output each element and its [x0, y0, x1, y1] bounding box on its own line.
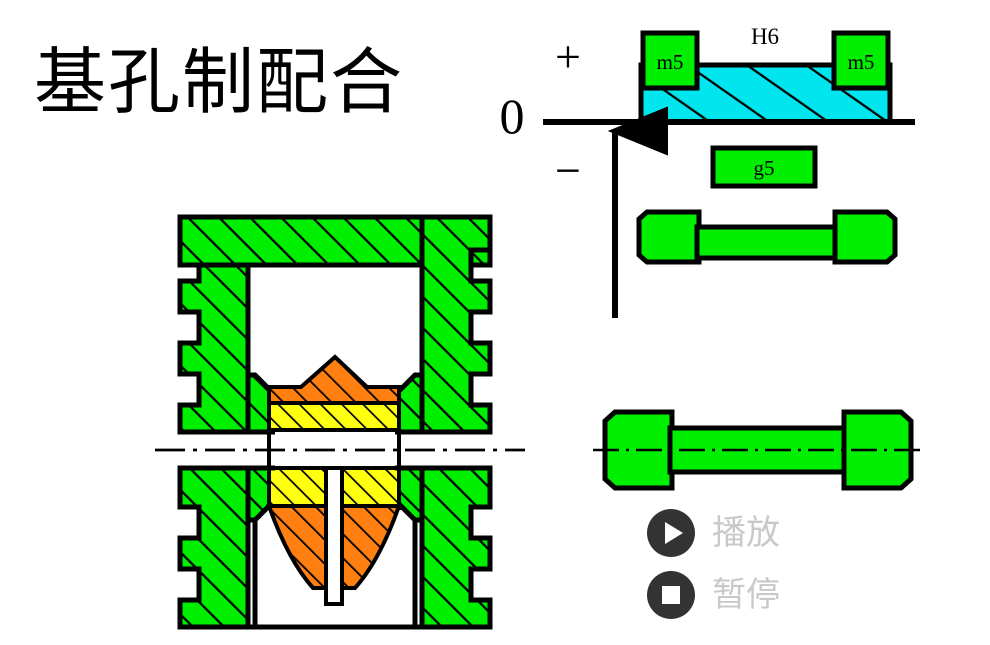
play-label[interactable]: 播放: [712, 513, 780, 553]
plug-yellow-upper: [267, 401, 401, 434]
shaft-lower-illustration: [593, 409, 923, 491]
shaft-upper-right-head: [832, 209, 898, 265]
plug-stem: [324, 466, 344, 606]
plug-yellow-lower-right: [340, 466, 401, 510]
m5-zone-right: [831, 30, 891, 91]
shaft-upper-body: [694, 224, 840, 261]
shaft-upper-left-head: [636, 209, 702, 265]
plug-yellow-lower-left: [267, 466, 328, 510]
plug-orange-lower-right: [340, 504, 402, 590]
housing-right-wall-lower: [419, 465, 493, 630]
m5-label-right: m5: [848, 50, 875, 74]
pause-label[interactable]: 暂停: [712, 575, 780, 615]
shaft-lower-right-head: [841, 409, 914, 491]
shaft-upper-illustration: [636, 209, 898, 265]
plug-orange-lower-left: [266, 504, 328, 590]
m5-label-left: m5: [657, 50, 684, 74]
g5-zone: [710, 145, 818, 189]
housing-left-wall-lower: [177, 465, 251, 630]
g5-label: g5: [754, 156, 775, 180]
pause-control[interactable]: 暂停: [646, 570, 780, 620]
minus-sign-label: −: [555, 145, 581, 196]
tolerance-zone-diagram: 0 + − H6 m5 m5 g5: [500, 24, 915, 318]
h6-label: H6: [751, 24, 779, 49]
stop-icon[interactable]: [646, 570, 696, 620]
plug-orange-upper: [267, 354, 401, 407]
page-title: 基孔制配合: [34, 40, 405, 124]
cross-section-assembly: [155, 214, 525, 630]
m5-zone-left: [640, 30, 700, 91]
plus-sign-label: +: [555, 31, 581, 82]
housing-top-wall: [177, 214, 493, 268]
play-control[interactable]: 播放: [646, 508, 780, 558]
zero-label: 0: [500, 88, 525, 144]
housing-right-wall-upper: [419, 214, 493, 435]
play-icon[interactable]: [646, 508, 696, 558]
